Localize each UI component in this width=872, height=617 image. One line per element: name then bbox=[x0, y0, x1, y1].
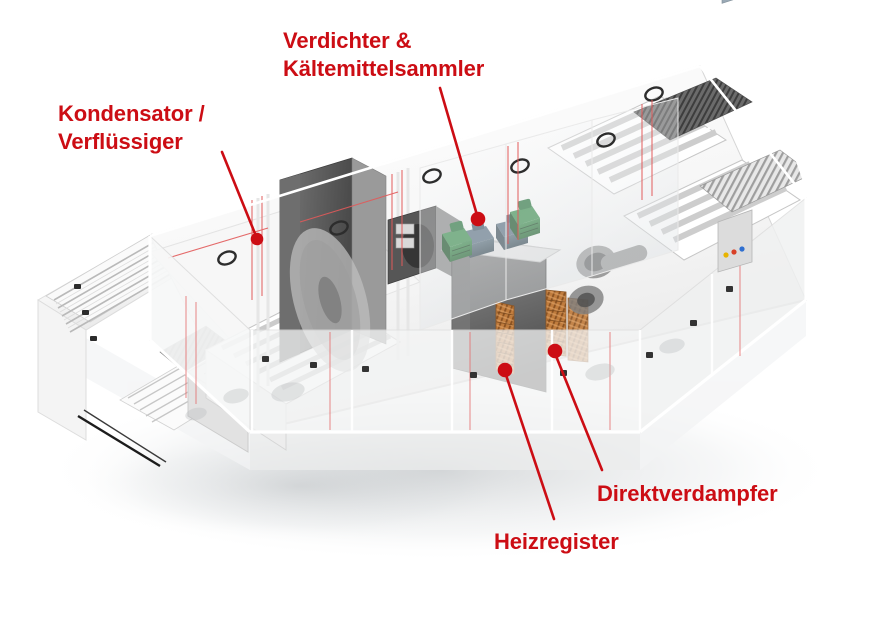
casing-edge-highlights bbox=[149, 64, 808, 238]
callout-line-1: Heizregister bbox=[494, 529, 619, 554]
unit-base-reflection bbox=[72, 300, 806, 470]
callout-label-heizregister: Heizregister bbox=[494, 528, 619, 556]
callout-line-1: Kondensator / bbox=[58, 101, 205, 126]
callout-label-direktverdampfer: Direktverdampfer bbox=[597, 480, 778, 508]
callout-line-2: Verflüssiger bbox=[58, 128, 183, 154]
leader-line-heizregister bbox=[504, 373, 556, 521]
leader-dot-verdichter bbox=[470, 211, 486, 227]
door-latches bbox=[262, 286, 733, 378]
callout-label-kondensator: Kondensator / Verflüssiger bbox=[58, 100, 205, 155]
callout-leader-lines bbox=[220, 86, 604, 521]
panel-indicator-lights bbox=[723, 246, 745, 258]
interior-silhouettes bbox=[185, 338, 685, 421]
louver-hinges bbox=[74, 284, 97, 341]
leader-dot-direktverdampfer bbox=[547, 343, 563, 359]
control-panel bbox=[717, 0, 753, 273]
leader-line-kondensator bbox=[220, 150, 258, 238]
front-casing-panels bbox=[148, 196, 808, 434]
leader-dot-heizregister bbox=[497, 362, 513, 378]
callout-line-1: Direktverdampfer bbox=[597, 481, 778, 506]
strut-cable bbox=[77, 414, 161, 468]
leader-dot-kondensator bbox=[250, 232, 264, 246]
leader-line-verdichter bbox=[438, 86, 479, 217]
callout-line-2: Kältemittelsammler bbox=[283, 55, 485, 81]
leader-line-direktverdampfer bbox=[554, 354, 604, 472]
callout-line-1: Verdichter & bbox=[283, 28, 412, 53]
cut-plane-lines bbox=[167, 100, 653, 300]
access-door-handles bbox=[217, 86, 664, 266]
callout-label-verdichter: Verdichter & Kältemittelsammler bbox=[283, 27, 484, 82]
